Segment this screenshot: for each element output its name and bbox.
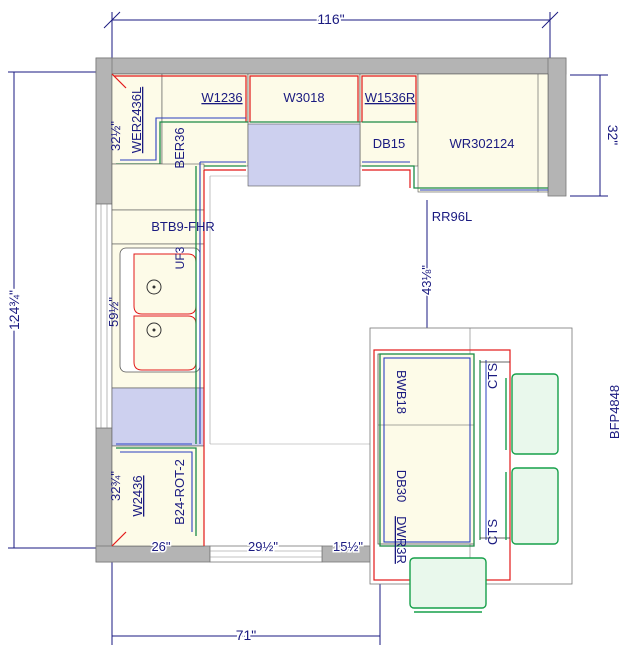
left-cabinet-run xyxy=(111,73,205,547)
dim-bottom-width: 71" xyxy=(236,627,257,643)
top-cabinet-run xyxy=(111,73,549,193)
label-w1236: W1236 xyxy=(201,90,242,105)
dim-sink-center: 59½" xyxy=(106,297,121,327)
dim-top-width: 116" xyxy=(317,11,344,27)
label-w1536r: W1536R xyxy=(365,90,416,105)
label-rr96l: RR96L xyxy=(432,209,472,224)
bottom-window xyxy=(209,545,323,563)
island xyxy=(369,327,573,585)
left-window xyxy=(95,203,113,429)
dim-left-height: 124¾" xyxy=(6,290,22,330)
label-w2436: W2436 xyxy=(130,475,145,516)
label-dwr3r: DWR3R xyxy=(394,516,409,564)
dim-bottom-seg-2: 29½" xyxy=(248,539,278,554)
dim-lower-left-depth: 32¾" xyxy=(108,471,123,501)
chair-bottom xyxy=(409,557,487,613)
floor-lines xyxy=(209,175,380,445)
label-wr302124: WR302124 xyxy=(449,136,514,151)
label-ber36: BER36 xyxy=(172,127,187,168)
label-db30: DB30 xyxy=(394,470,409,503)
dim-bottom-seg-3: 15½" xyxy=(333,539,363,554)
label-bwb18: BWB18 xyxy=(394,370,409,414)
label-w3018: W3018 xyxy=(283,90,324,105)
label-db15: DB15 xyxy=(373,136,406,151)
label-cts-top: CTS xyxy=(485,363,500,389)
island-chairs xyxy=(409,373,559,613)
label-uf3: UF3 xyxy=(173,246,187,269)
label-cts-bottom: CTS xyxy=(485,519,500,545)
dim-upper-left-depth: 32½" xyxy=(108,121,123,151)
label-wer2436l: WER2436L xyxy=(129,87,144,153)
chair-top xyxy=(505,373,559,455)
dim-island-clearance: 43⅛" xyxy=(419,265,434,295)
walls xyxy=(95,57,567,563)
dimension-lines xyxy=(8,11,608,645)
label-bfp4848: BFP4848 xyxy=(607,385,622,439)
dim-right-depth: 32" xyxy=(605,125,621,146)
chair-middle xyxy=(505,467,559,545)
dim-bottom-seg-1: 26" xyxy=(151,539,170,554)
label-btb9fhr: BTB9-FHR xyxy=(151,219,215,234)
label-b24rot2: B24-ROT-2 xyxy=(172,459,187,525)
